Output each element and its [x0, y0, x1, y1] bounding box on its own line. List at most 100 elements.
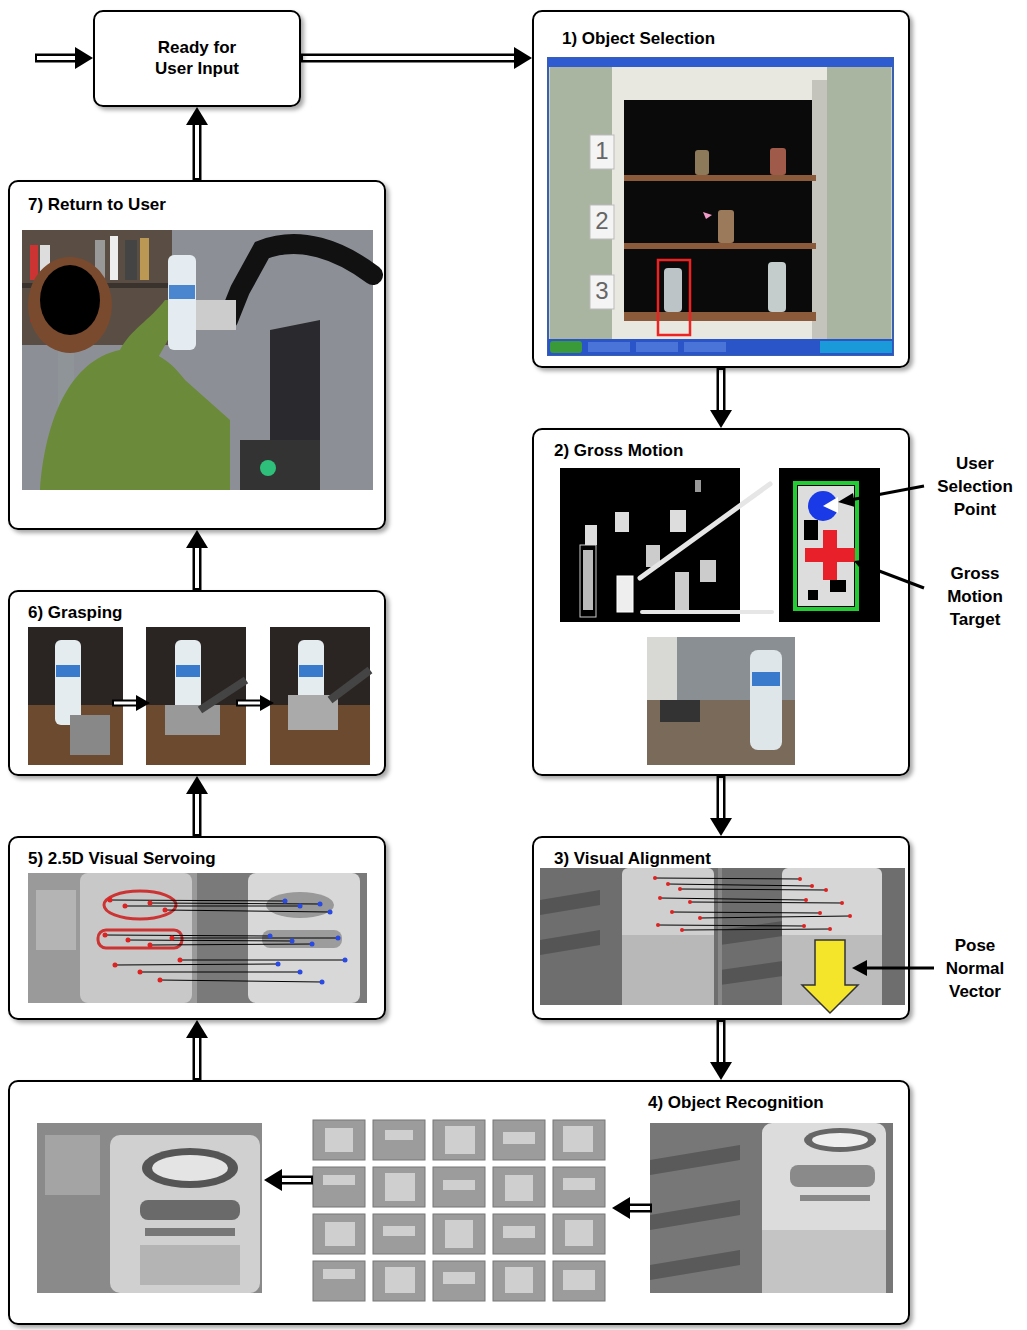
recognition-images — [565, 1220, 593, 1246]
gross-motion-images — [779, 468, 880, 622]
selection-screenshot — [550, 341, 582, 353]
return-photo — [240, 440, 320, 490]
selection-screenshot — [548, 58, 893, 355]
alignment-image — [802, 940, 858, 1013]
recognition-images — [650, 1250, 740, 1280]
recognition-images — [385, 1130, 413, 1140]
servoing-image — [140, 972, 300, 973]
gross-motion-images — [830, 580, 846, 592]
selection-screenshot — [820, 341, 892, 353]
return-photo — [22, 230, 373, 490]
entry-arrow — [75, 47, 93, 69]
alignment-image — [720, 920, 790, 945]
recognition-images — [37, 1123, 262, 1293]
servoing-image — [103, 933, 108, 938]
alignment-image — [720, 960, 790, 985]
recognition-images — [445, 1220, 473, 1248]
alignment-image — [622, 868, 714, 1005]
arrow-shaft-inner — [195, 544, 199, 588]
stage-panel: 6) Grasping — [8, 590, 386, 776]
gross-motion-images — [700, 560, 716, 582]
servoing-image — [36, 890, 76, 950]
gross-motion-images — [670, 510, 686, 532]
servoing-image — [165, 910, 330, 912]
arrow-shaft-inner — [719, 1022, 723, 1066]
recognition-images — [383, 1226, 415, 1236]
grasping-images — [270, 627, 370, 765]
alignment-image — [670, 910, 674, 914]
gross-motion-images — [560, 468, 740, 622]
recognition-images — [553, 1261, 605, 1301]
alignment-image — [700, 916, 850, 918]
stage-panel: 7) Return to User — [8, 180, 386, 530]
alignment-image — [798, 877, 802, 881]
servoing-image — [105, 935, 270, 936]
recognition-images — [563, 1178, 595, 1190]
return-photo — [270, 320, 320, 450]
grasping-images — [330, 670, 370, 700]
state-box: Ready for User Input — [93, 10, 301, 107]
servoing-image — [148, 943, 153, 948]
recognition-images — [433, 1261, 485, 1301]
gross-motion-images — [640, 484, 770, 578]
alignment-image — [660, 898, 806, 900]
selection-screenshot — [658, 260, 690, 335]
alignment-image — [802, 924, 806, 928]
servoing-image — [298, 904, 303, 909]
gross-motion-images — [583, 550, 593, 610]
selection-screenshot — [695, 150, 709, 175]
flow-arrow — [710, 1020, 732, 1080]
grasping-images — [236, 700, 262, 707]
arrow-shaft-inner — [195, 1034, 199, 1078]
gross-motion-images — [660, 700, 700, 722]
servoing-image — [150, 944, 312, 945]
recognition-images — [433, 1214, 485, 1254]
gross-motion-images — [750, 650, 782, 750]
recognition-images — [433, 1120, 485, 1160]
recognition-images — [443, 1180, 475, 1190]
gross-motion-images — [615, 512, 629, 532]
recognition-images — [445, 1126, 475, 1154]
recognition-images — [493, 1214, 545, 1254]
servoing-image — [115, 964, 278, 965]
gross-motion-images — [866, 566, 924, 588]
selection-screenshot — [684, 342, 726, 352]
recognition-images — [323, 1269, 355, 1279]
stage-title: 6) Grasping — [28, 602, 122, 623]
gross-motion-images — [642, 610, 772, 614]
servoing-image — [320, 980, 325, 985]
recognition-images — [313, 1214, 365, 1254]
return-photo — [30, 245, 38, 280]
return-photo — [110, 236, 118, 280]
servoing-image — [310, 942, 315, 947]
recognition-images — [373, 1214, 425, 1254]
arrow-shaft-inner — [195, 790, 199, 834]
gross-motion-images — [617, 576, 633, 612]
arrow-head — [186, 1020, 208, 1038]
servoing-image — [126, 938, 131, 943]
alignment-image — [655, 878, 800, 879]
selection-screenshot — [590, 205, 614, 239]
stage-panel: 2) Gross Motion — [532, 428, 910, 776]
gross-motion-images — [854, 559, 870, 573]
grasping-images — [112, 700, 138, 707]
servoing-image — [108, 898, 113, 903]
stage-title: 4) Object Recognition — [648, 1092, 824, 1113]
recognition-images — [505, 1267, 533, 1293]
selection-screenshot — [548, 58, 893, 67]
flow-arrow — [710, 776, 732, 836]
gross-motion-images — [808, 590, 818, 600]
callout-label: Pose Normal Vector — [927, 934, 1023, 1003]
servoing-image — [148, 901, 153, 906]
gross-motion-images — [560, 468, 924, 765]
selection-screenshot — [624, 312, 816, 321]
alignment-image — [848, 914, 852, 918]
shelf-number: 3 — [590, 276, 614, 306]
grasping-images — [55, 640, 81, 725]
servoing-image — [262, 930, 342, 948]
recognition-images — [762, 1230, 886, 1293]
return-photo — [260, 460, 276, 476]
recognition-images — [650, 1123, 893, 1293]
arrow-head — [186, 530, 208, 548]
alignment-image — [852, 960, 867, 976]
